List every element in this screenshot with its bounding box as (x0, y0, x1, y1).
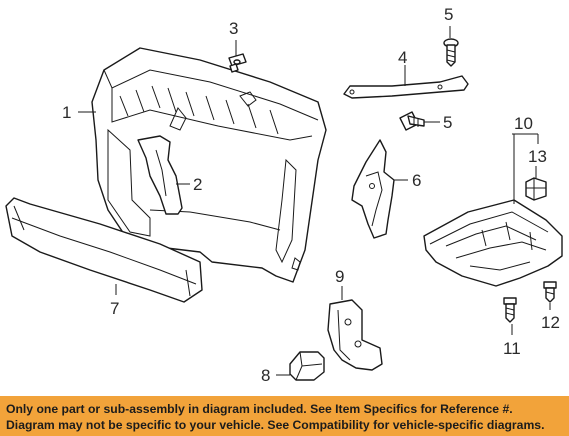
bolt-5-mid-part (399, 111, 425, 131)
callout-1: 1 (62, 103, 71, 122)
disclaimer-banner: Only one part or sub-assembly in diagram… (0, 396, 569, 436)
under-shield-part (423, 199, 563, 287)
lower-bracket-part (327, 299, 383, 371)
bolt-5-top-part (443, 38, 459, 67)
callout-6: 6 (412, 171, 421, 190)
callout-4: 4 (398, 48, 407, 67)
callout-2: 2 (193, 175, 202, 194)
callout-13: 13 (528, 147, 547, 166)
callout-9: 9 (335, 267, 344, 286)
bolt-3-part (228, 53, 247, 73)
callout-5-top: 5 (444, 5, 453, 24)
callout-10: 10 (514, 114, 533, 133)
bolt-11-part (503, 297, 517, 323)
callout-8: 8 (261, 366, 270, 385)
disclaimer-line-1: Only one part or sub-assembly in diagram… (6, 402, 513, 416)
upper-bracket-part (343, 75, 469, 99)
callout-3: 3 (229, 19, 238, 38)
disclaimer-line-2: Diagram may not be specific to your vehi… (6, 418, 545, 432)
bolt-12-part (543, 281, 557, 303)
callout-7: 7 (110, 299, 119, 318)
center-bracket-part (137, 135, 183, 215)
clip-8-part (289, 351, 325, 381)
clip-13-part (525, 177, 547, 201)
side-bracket-part (351, 139, 395, 239)
air-deflector-part (5, 197, 203, 303)
callout-11: 11 (503, 339, 521, 358)
radiator-support-part (91, 47, 327, 283)
callout-12: 12 (541, 313, 560, 332)
callout-5-mid: 5 (443, 113, 452, 132)
leader-lines (78, 26, 551, 376)
